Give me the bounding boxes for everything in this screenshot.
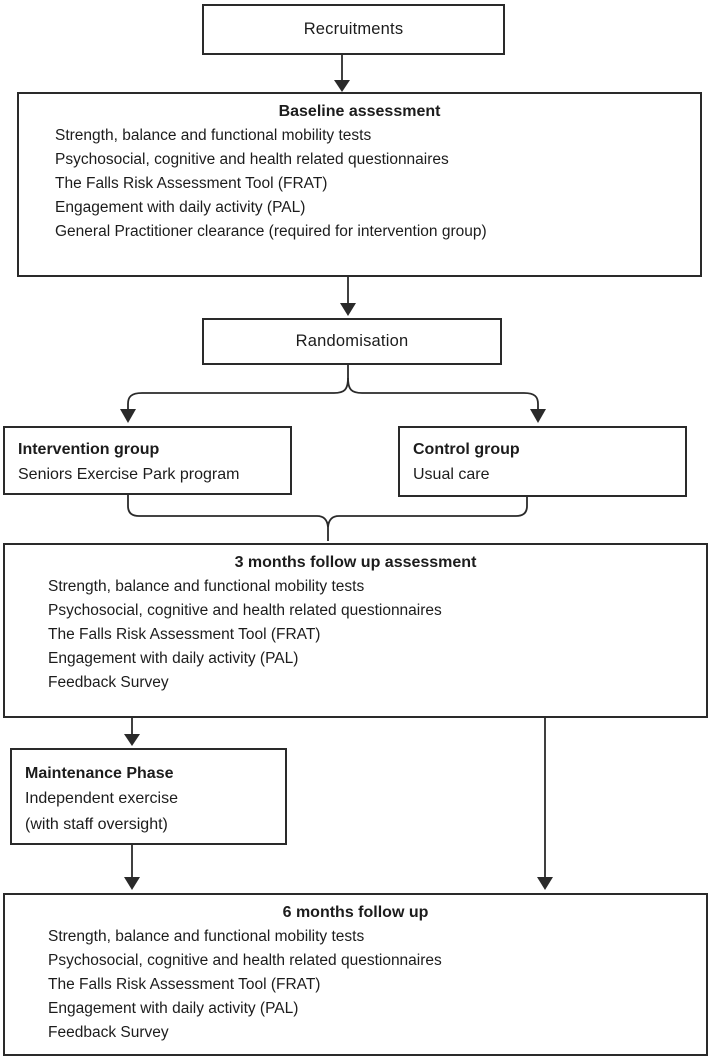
merge-bracket-right — [327, 497, 528, 528]
intervention-title: Intervention group — [18, 441, 160, 458]
control-description: Usual care — [413, 466, 490, 483]
baseline-item: The Falls Risk Assessment Tool (FRAT) — [55, 175, 328, 192]
three-months-title: 3 months follow up assessment — [234, 554, 477, 571]
intervention-group-box: Intervention group Seniors Exercise Park… — [3, 426, 292, 495]
intervention-description: Seniors Exercise Park program — [18, 466, 240, 483]
baseline-items: Strength, balance and functional mobilit… — [19, 124, 700, 244]
fork-branch-left — [127, 377, 349, 410]
arrowhead-randomisation — [340, 303, 356, 316]
maintenance-phase-box: Maintenance Phase Independent exercise (… — [10, 748, 287, 845]
arrowheads — [120, 80, 553, 890]
arrowhead-baseline — [334, 80, 350, 92]
six-months-title: 6 months follow up — [282, 904, 429, 921]
arrowhead-sixmonths-left — [124, 877, 140, 890]
randomisation-label: Randomisation — [295, 332, 409, 350]
randomisation-box: Randomisation — [202, 318, 502, 365]
three-months-item: Psychosocial, cognitive and health relat… — [48, 602, 442, 619]
six-months-item: Psychosocial, cognitive and health relat… — [48, 952, 442, 969]
recruitments-box: Recruitments — [202, 4, 505, 55]
merge-bracket-left — [127, 495, 329, 541]
baseline-item: Psychosocial, cognitive and health relat… — [55, 151, 449, 168]
six-months-box: 6 months follow up Strength, balance and… — [3, 893, 708, 1056]
maintenance-title: Maintenance Phase — [25, 765, 174, 782]
three-months-items: Strength, balance and functional mobilit… — [5, 575, 706, 695]
six-months-item: Strength, balance and functional mobilit… — [48, 928, 365, 945]
arrowhead-sixmonths-right — [537, 877, 553, 890]
six-months-items: Strength, balance and functional mobilit… — [5, 925, 706, 1045]
control-group-box: Control group Usual care — [398, 426, 687, 497]
arrowhead-maintenance — [124, 734, 140, 746]
arrowhead-control — [530, 409, 546, 423]
baseline-item: Engagement with daily activity (PAL) — [55, 199, 306, 216]
baseline-title: Baseline assessment — [278, 103, 441, 120]
fork-branch-right — [347, 377, 539, 410]
three-months-item: Engagement with daily activity (PAL) — [48, 650, 299, 667]
six-months-item: Feedback Survey — [48, 1024, 169, 1041]
baseline-item: Strength, balance and functional mobilit… — [55, 127, 372, 144]
six-months-item: Engagement with daily activity (PAL) — [48, 1000, 299, 1017]
maintenance-line: (with staff oversight) — [25, 816, 168, 833]
maintenance-line: Independent exercise — [25, 790, 178, 807]
baseline-item: General Practitioner clearance (required… — [55, 223, 487, 240]
three-months-item: Feedback Survey — [48, 674, 169, 691]
three-months-item: The Falls Risk Assessment Tool (FRAT) — [48, 626, 321, 643]
arrowhead-intervention — [120, 409, 136, 423]
three-months-box: 3 months follow up assessment Strength, … — [3, 543, 708, 718]
baseline-assessment-box: Baseline assessment Strength, balance an… — [17, 92, 702, 277]
control-title: Control group — [413, 441, 520, 458]
recruitments-label: Recruitments — [303, 20, 404, 38]
six-months-item: The Falls Risk Assessment Tool (FRAT) — [48, 976, 321, 993]
three-months-item: Strength, balance and functional mobilit… — [48, 578, 365, 595]
